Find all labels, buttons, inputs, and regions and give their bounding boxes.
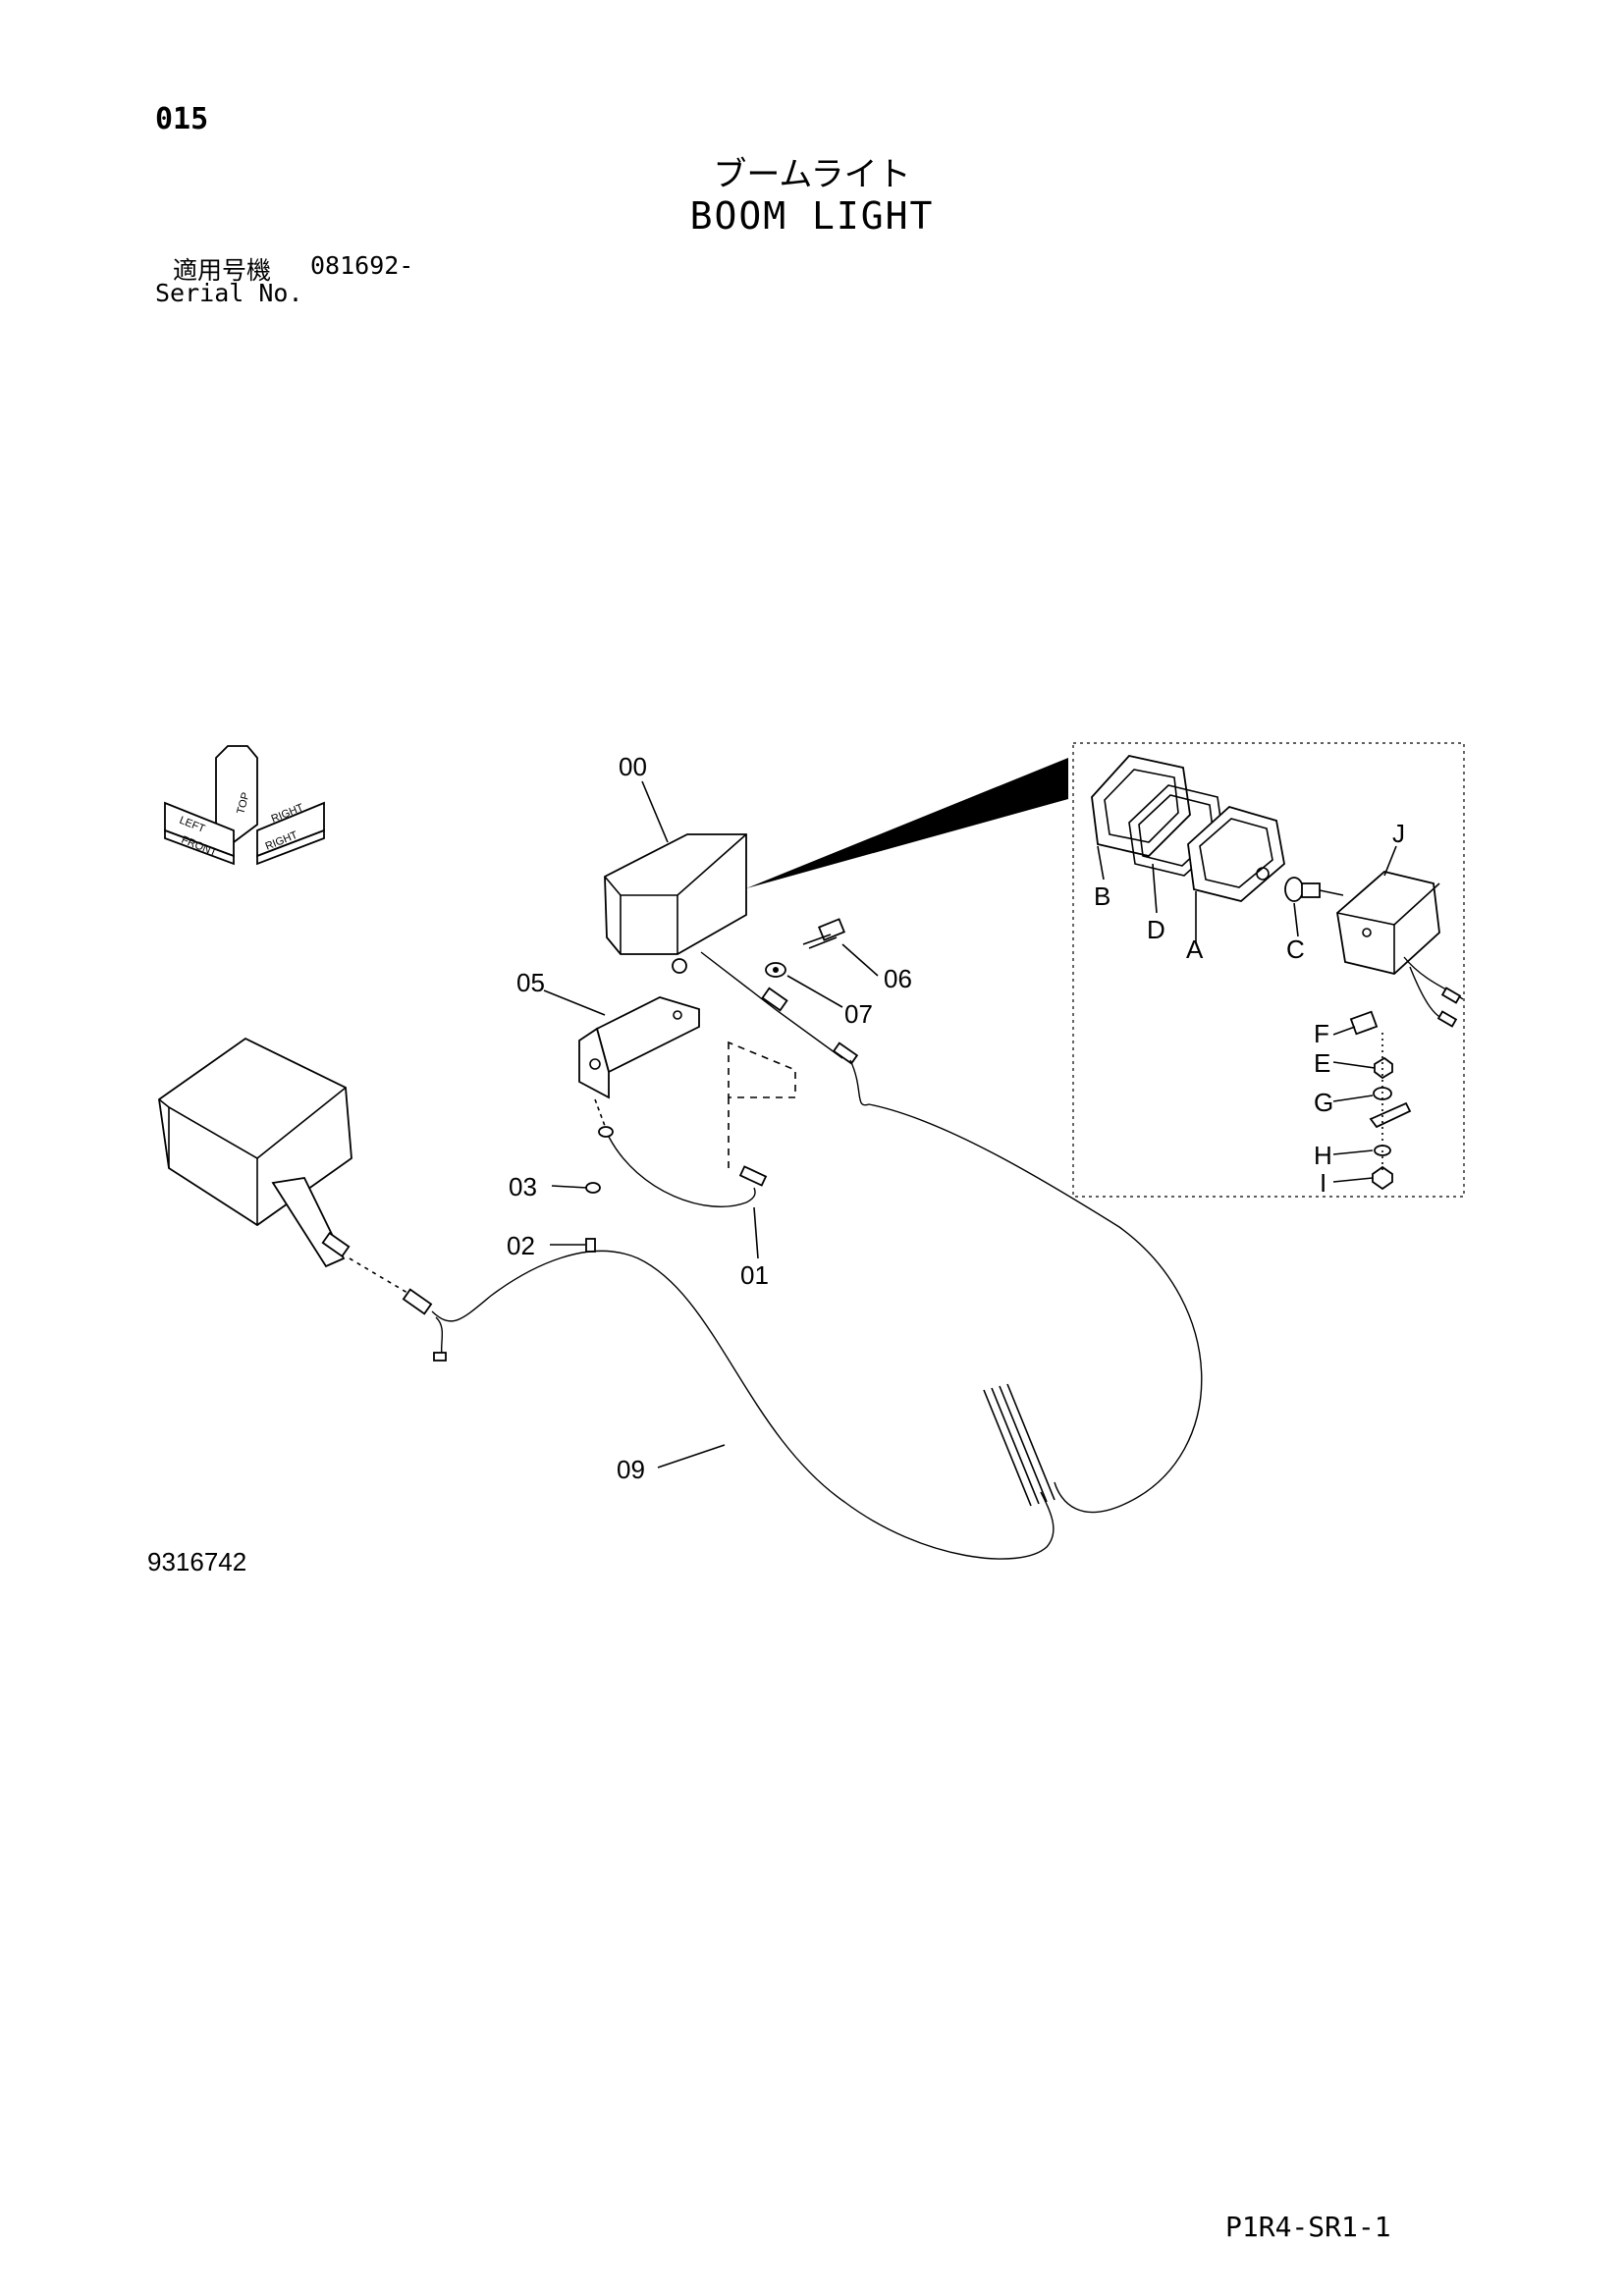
orientation-label-top: TOP xyxy=(235,791,251,816)
detail-housing-j xyxy=(1336,871,1464,1028)
boom-light-lamp xyxy=(604,833,747,974)
callout-01: 01 xyxy=(740,1260,769,1290)
serial-label-japanese: 適用号機 xyxy=(173,256,272,285)
mounting-bracket xyxy=(578,996,700,1099)
callout-06: 06 xyxy=(884,964,912,993)
callout-H: H xyxy=(1314,1141,1332,1170)
left-lamp-link xyxy=(349,1257,413,1297)
callout-A: A xyxy=(1186,934,1204,964)
bolt-washer-set xyxy=(765,918,845,978)
second-boom-light xyxy=(158,1037,352,1268)
callout-09: 09 xyxy=(617,1455,645,1484)
detail-lens-a xyxy=(1187,805,1285,902)
callout-07: 07 xyxy=(844,999,873,1029)
cable-branch xyxy=(435,1316,444,1356)
callout-D: D xyxy=(1147,915,1165,944)
callout-03: 03 xyxy=(509,1172,537,1201)
detail-view-box xyxy=(1072,742,1465,1198)
callout-F: F xyxy=(1314,1019,1329,1048)
serial-label-english: Serial No. xyxy=(155,279,303,307)
serial-range: 081692- xyxy=(310,251,414,280)
leader-lines xyxy=(543,780,1397,1468)
detail-hardware-stack xyxy=(1349,1010,1412,1191)
callout-00: 00 xyxy=(619,752,647,781)
main-cable-09 xyxy=(431,1250,1055,1560)
callout-02: 02 xyxy=(507,1231,535,1260)
detail-rim-b xyxy=(1091,755,1191,857)
callout-05: 05 xyxy=(516,968,545,997)
harness-01 xyxy=(608,1136,756,1207)
main-cable-loop xyxy=(849,1059,1203,1514)
title-english: BOOM LIGHT xyxy=(689,194,935,238)
callout-G: G xyxy=(1314,1088,1333,1117)
detail-pointer-wedge xyxy=(746,758,1068,888)
lamp-pigtail xyxy=(700,951,843,1059)
assembly-guide-box xyxy=(728,1041,796,1098)
figure-number: 9316742 xyxy=(147,1547,247,1576)
callout-J: J xyxy=(1392,819,1405,848)
cable-bundle-end xyxy=(983,1383,1056,1507)
sheet-code: P1R4-SR1-1 xyxy=(1225,2211,1391,2243)
callout-I: I xyxy=(1320,1168,1326,1198)
screw-stack xyxy=(585,1098,614,1253)
callout-C: C xyxy=(1286,934,1305,964)
detail-bulb-c xyxy=(1284,877,1344,902)
orientation-indicator: TOP LEFT RIGHT FRONT RIGHT xyxy=(164,745,325,866)
page-number: 015 xyxy=(155,102,209,136)
callout-E: E xyxy=(1314,1048,1330,1078)
title-japanese: ブームライト xyxy=(713,155,911,194)
callout-B: B xyxy=(1094,881,1110,911)
